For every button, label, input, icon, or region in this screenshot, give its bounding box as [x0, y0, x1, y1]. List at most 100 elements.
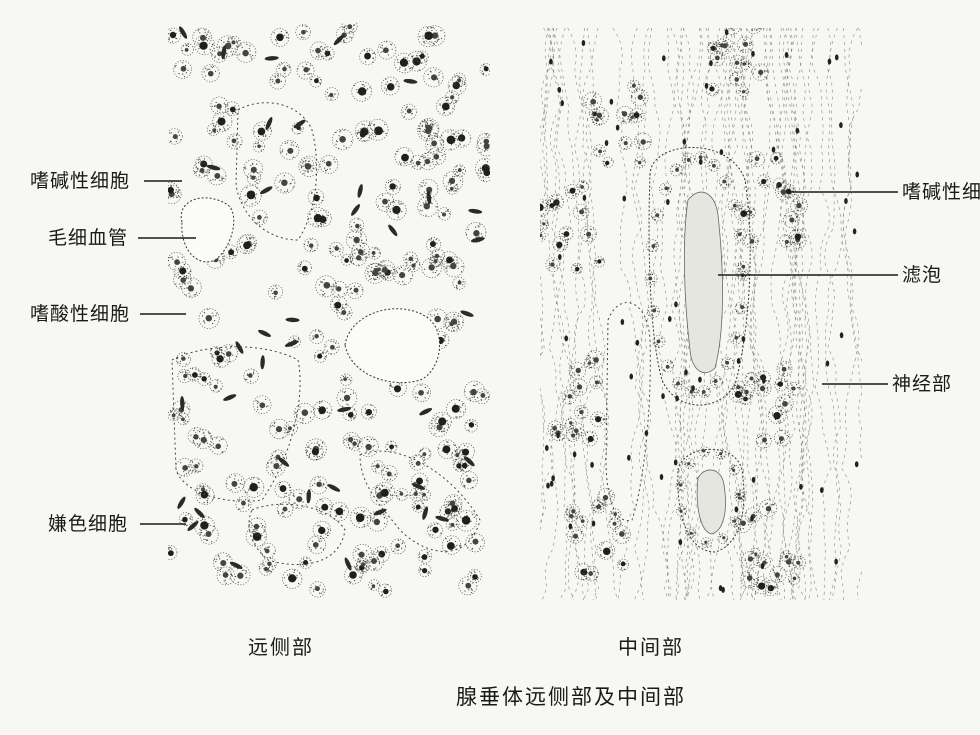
cell-nucleus: [421, 554, 428, 560]
granule: [439, 103, 441, 105]
granule: [785, 411, 787, 413]
granule: [687, 389, 689, 391]
granule: [780, 409, 782, 412]
granule: [199, 444, 201, 446]
granule: [228, 41, 231, 43]
granule: [360, 258, 363, 260]
cell-nucleus: [594, 380, 599, 385]
cell-outline: [309, 41, 329, 60]
granule: [356, 438, 358, 441]
granule: [464, 590, 466, 592]
granule: [749, 44, 751, 47]
cell-outline: [268, 284, 284, 300]
granule: [676, 163, 678, 166]
cell-nucleus: [334, 301, 342, 309]
granule: [318, 445, 321, 447]
granule: [599, 547, 601, 549]
granule: [572, 397, 574, 399]
nerve-fiber: [748, 28, 778, 600]
granule: [454, 190, 456, 192]
granule: [708, 44, 710, 47]
cell-nucleus: [483, 66, 489, 72]
granule: [571, 536, 573, 538]
cell-nucleus: [308, 243, 314, 248]
figure-title: 腺垂体远侧部及中间部: [456, 685, 686, 709]
granule: [458, 447, 460, 449]
granule: [322, 591, 324, 593]
granule: [452, 261, 454, 263]
cell-nucleus: [552, 425, 558, 431]
granule: [372, 520, 374, 522]
granule: [593, 112, 595, 114]
granule: [784, 187, 786, 189]
granule: [454, 82, 457, 84]
cell-nucleus: [621, 111, 628, 117]
granule: [212, 529, 214, 532]
cell-outline: [759, 499, 778, 518]
granule: [179, 283, 181, 285]
granule: [310, 549, 312, 551]
cell-nucleus: [651, 244, 656, 248]
granule: [755, 581, 757, 584]
granule: [218, 556, 220, 558]
granule: [780, 363, 782, 365]
granule: [450, 184, 452, 186]
granule: [263, 530, 266, 532]
cell-outline: [181, 277, 202, 298]
granule: [551, 435, 553, 437]
granule: [239, 508, 241, 510]
granule: [401, 547, 403, 549]
label-acidophil: 嗜酸性细胞: [30, 303, 131, 325]
granule: [298, 265, 300, 267]
cell-outline: [376, 259, 396, 279]
cell-outline: [545, 257, 561, 272]
cell-nucleus: [713, 379, 718, 384]
granule: [246, 373, 249, 375]
granule: [460, 90, 462, 92]
granule: [728, 367, 730, 369]
granule: [484, 158, 486, 161]
granule: [719, 379, 721, 381]
granule: [208, 171, 211, 174]
granule: [763, 184, 765, 186]
granule: [211, 322, 214, 325]
granule: [212, 443, 215, 445]
granule: [197, 42, 199, 44]
granule: [432, 271, 434, 273]
granule: [338, 147, 340, 150]
granule: [779, 442, 781, 444]
cell-nucleus: [754, 156, 760, 162]
granule: [220, 566, 222, 569]
granule: [453, 495, 456, 497]
granule: [576, 430, 578, 432]
cell-outline: [769, 565, 787, 583]
granule: [291, 129, 294, 131]
granule: [717, 46, 719, 48]
granule: [263, 564, 265, 566]
granule: [183, 379, 186, 381]
granule: [355, 513, 357, 515]
cell-nucleus: [174, 259, 180, 265]
endothelial-nucleus: [463, 456, 475, 467]
granule: [460, 466, 462, 468]
cell-nucleus: [296, 496, 303, 503]
granule: [481, 391, 483, 393]
granule: [576, 517, 578, 519]
granule: [436, 149, 438, 151]
granule: [340, 313, 342, 315]
granule: [778, 367, 780, 369]
granule: [419, 450, 421, 452]
granule: [232, 255, 234, 257]
cell-nucleus: [796, 202, 802, 209]
granule: [187, 69, 189, 71]
granule: [403, 283, 406, 285]
cell-outline: [173, 270, 192, 290]
granule: [369, 417, 371, 419]
granule: [431, 259, 433, 262]
granule: [286, 425, 288, 427]
cell-cord-outline: [235, 102, 318, 241]
pituicyte-nucleus: [834, 54, 839, 61]
cell-nucleus: [734, 77, 739, 82]
granule: [197, 462, 199, 464]
cell-outline: [195, 485, 215, 505]
